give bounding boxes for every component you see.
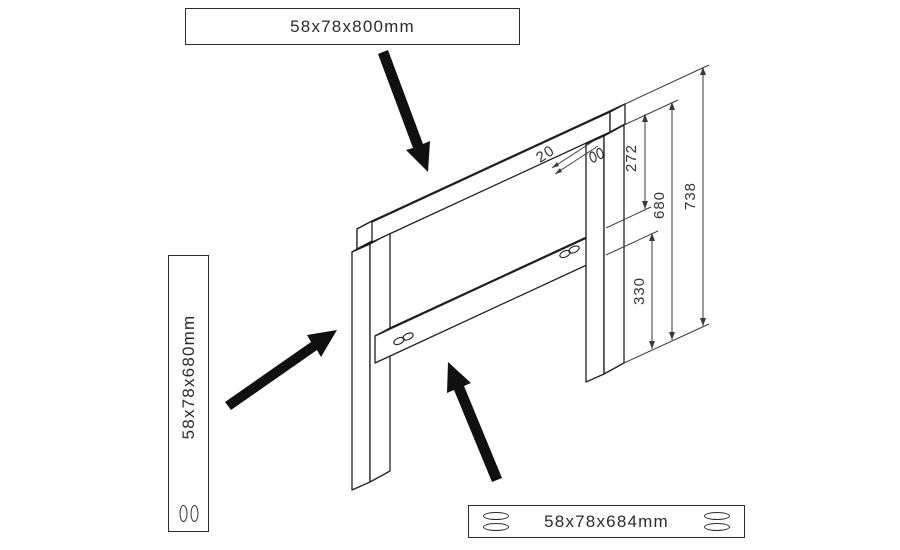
part-label-leg-text: 58x78x680mm — [178, 314, 198, 440]
leg-pocket-holes-icon — [179, 505, 198, 522]
extension-line — [623, 323, 710, 364]
pocket-hole-icon — [589, 151, 597, 163]
pocket-hole-icon — [704, 523, 730, 531]
right-leg-side-face — [603, 124, 625, 375]
pocket-hole-icon — [704, 512, 730, 520]
setback-line — [551, 139, 596, 169]
pocket-holes-middle-rail — [393, 245, 580, 346]
pocket-hole-icon — [596, 147, 604, 160]
extension-line — [624, 64, 710, 105]
callout-arrow-middle-rail — [447, 362, 502, 482]
pocket-hole-icon — [483, 512, 509, 520]
extension-line — [623, 99, 679, 126]
middle-rail — [374, 227, 607, 364]
left-leg — [351, 232, 391, 491]
extension-line — [605, 230, 659, 256]
middle-rail-front-face — [374, 235, 592, 364]
part-label-top-rail-text: 58x78x800mm — [290, 16, 415, 36]
pocket-hole-icon — [559, 249, 571, 259]
dim-label-272: 272 — [623, 144, 640, 172]
right-leg-front-face — [585, 135, 605, 383]
part-label-leg: 58x78x680mm — [168, 255, 209, 532]
extension-line — [605, 206, 652, 229]
setback-line — [554, 145, 599, 175]
pocket-hole-icon — [483, 523, 509, 531]
pocket-hole-icon — [190, 505, 198, 522]
pocket-hole-icon — [402, 332, 414, 341]
top-rail-left-end — [356, 220, 373, 250]
part-label-bottom-rail-text: 58x78x684mm — [544, 511, 669, 531]
setback-arrowheads — [552, 162, 562, 174]
pocket-holes-right-leg — [589, 147, 604, 163]
left-leg-front-face — [351, 243, 371, 491]
right-leg — [585, 124, 625, 383]
dimension-lines: 272 330 680 738 20 — [533, 64, 710, 364]
pocket-hole-icon — [179, 505, 187, 522]
top-rail — [356, 103, 626, 250]
part-label-top-rail: 58x78x800mm — [185, 8, 520, 45]
callout-arrow-top-rail — [378, 50, 430, 172]
top-rail-front-face — [356, 111, 611, 250]
rail-pocket-holes-left-icon — [483, 512, 509, 531]
rail-pocket-holes-right-icon — [704, 512, 730, 531]
pocket-hole-icon — [393, 336, 405, 346]
callout-arrow-leg — [225, 330, 337, 410]
part-label-bottom-rail: 58x78x684mm — [468, 505, 745, 538]
dim-label-330: 330 — [631, 277, 648, 305]
dim-label-738: 738 — [682, 182, 699, 210]
pocket-hole-icon — [568, 245, 580, 254]
dim-label-680: 680 — [651, 191, 668, 219]
